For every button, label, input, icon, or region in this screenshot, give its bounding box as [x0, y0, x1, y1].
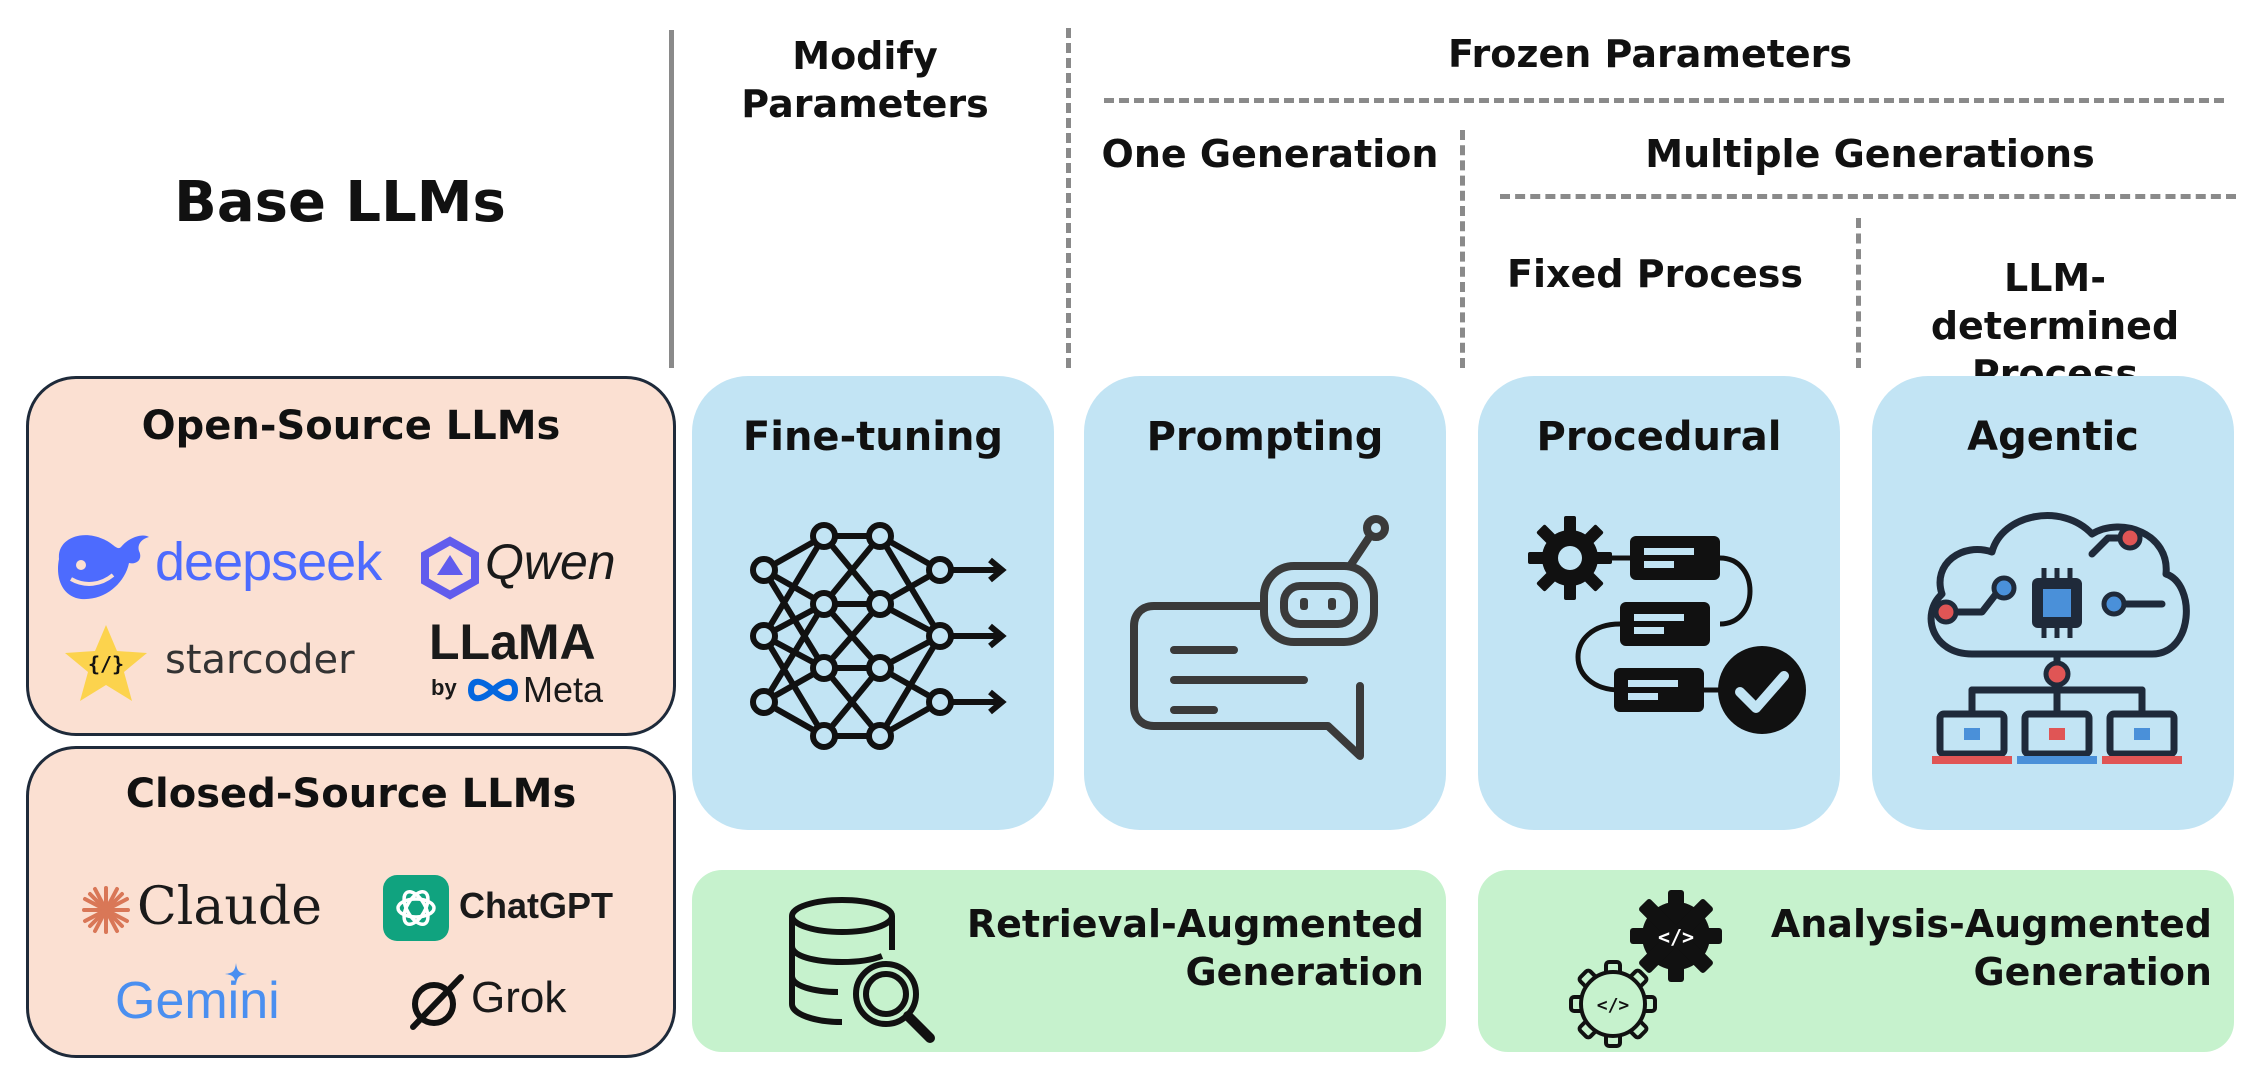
- star-code-icon: {/}: [65, 625, 147, 701]
- closed-source-title: Closed-Source LLMs: [125, 771, 577, 817]
- closed-source-box: Closed-Source LLMs Claude ChatGPT Gemini…: [26, 746, 676, 1058]
- grok-logo-text: Grok: [471, 973, 567, 1022]
- header-modify-parameters: Modify Parameters: [741, 34, 989, 126]
- workflow-icon: [1528, 516, 1806, 734]
- header-one-generation: One Generation: [1101, 132, 1439, 176]
- svg-text:{/}: {/}: [88, 652, 124, 676]
- open-source-title: Open-Source LLMs: [141, 403, 561, 449]
- fine-tuning-title: Fine-tuning: [742, 414, 1004, 460]
- llama-by-text: by: [431, 675, 457, 700]
- base-llms-title: Base LLMs: [174, 170, 506, 235]
- gemini-logo-text: Gemini: [115, 972, 280, 1030]
- svg-text:</>: </>: [1597, 995, 1630, 1016]
- divider-dashed-1: [1066, 28, 1071, 368]
- chatgpt-logo-text: ChatGPT: [459, 885, 614, 926]
- claude-logo-text: Claude: [137, 877, 322, 937]
- agentic-box: Agentic: [1872, 376, 2234, 830]
- retrieval-augmented-label: Retrieval-Augmented Generation: [966, 902, 1424, 994]
- deepseek-logo-text: deepseek: [155, 532, 382, 592]
- grok-slash-icon: [410, 974, 464, 1030]
- open-source-box: Open-Source LLMs deepseek Qwen {/} starc…: [26, 376, 676, 736]
- claude-burst-icon: [82, 886, 130, 934]
- analysis-augmented-box: </> </> Analysis-Augmented Generation: [1478, 870, 2234, 1052]
- header-multiple-generations: Multiple Generations: [1645, 132, 2095, 176]
- qwen-icon: [421, 536, 479, 600]
- sparkle-icon: [225, 963, 247, 985]
- code-gears-icon: </> </>: [1569, 890, 1722, 1048]
- divider-dashed-2: [1460, 130, 1465, 368]
- llama-logo-text: LLaMA: [429, 614, 596, 670]
- qwen-logo-text: Qwen: [485, 534, 616, 590]
- prompting-title: Prompting: [1146, 414, 1384, 460]
- meta-logo-text: Meta: [523, 669, 604, 710]
- procedural-box: Procedural: [1478, 376, 1840, 830]
- whale-icon: [57, 535, 149, 600]
- fine-tuning-box: Fine-tuning: [692, 376, 1054, 830]
- openai-knot-icon: [383, 875, 449, 941]
- cloud-network-icon: [1927, 512, 2190, 764]
- agentic-title: Agentic: [1967, 414, 2139, 460]
- prompting-box: Prompting: [1084, 376, 1446, 830]
- neural-network-icon: [750, 522, 1007, 750]
- procedural-title: Procedural: [1536, 414, 1782, 460]
- frozen-underline: [1104, 98, 2224, 103]
- database-search-icon: [789, 897, 935, 1043]
- starcoder-logo-text: starcoder: [165, 637, 355, 683]
- divider-dashed-3: [1856, 218, 1861, 368]
- svg-text:</>: </>: [1658, 925, 1694, 949]
- divider-solid: [669, 30, 674, 368]
- header-frozen-parameters: Frozen Parameters: [1447, 32, 1853, 76]
- header-fixed-process: Fixed Process: [1507, 252, 1803, 296]
- robot-chat-icon: [1130, 515, 1389, 760]
- analysis-augmented-label: Analysis-Augmented Generation: [1770, 902, 2212, 994]
- multiple-underline: [1500, 194, 2236, 199]
- retrieval-augmented-box: Retrieval-Augmented Generation: [692, 870, 1446, 1052]
- meta-infinity-icon: [467, 678, 519, 702]
